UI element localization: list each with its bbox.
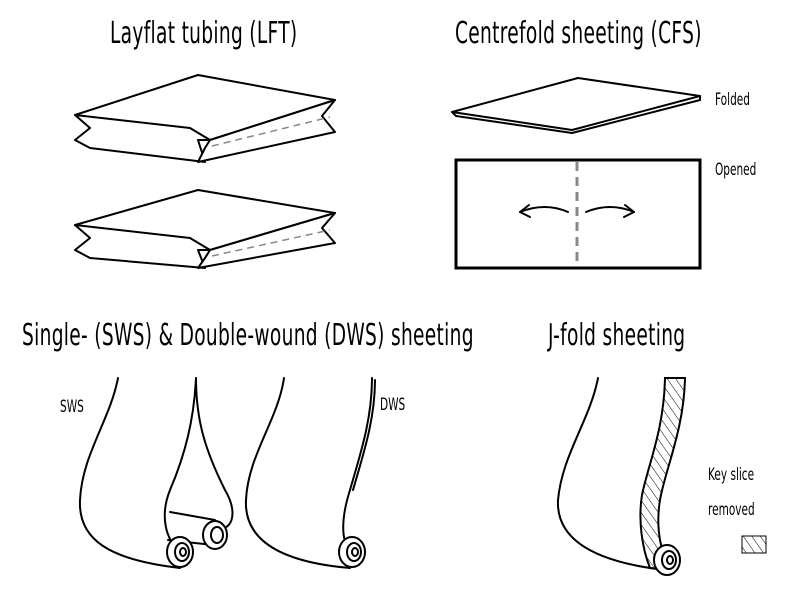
jfold-roll bbox=[556, 377, 687, 576]
cfs-heading: Centrefold sheeting (CFS) bbox=[455, 16, 702, 51]
layflat-tube-top bbox=[74, 74, 336, 163]
dws-label: DWS bbox=[380, 395, 406, 415]
jfold-heading: J-fold sheeting bbox=[548, 318, 686, 353]
right-arrow-icon bbox=[585, 206, 635, 213]
sws-roll bbox=[78, 377, 234, 569]
centrefold-folded bbox=[451, 77, 701, 134]
centrefold-opened bbox=[454, 158, 702, 270]
sws-dws-heading: Single- (SWS) & Double-wound (DWS) sheet… bbox=[22, 318, 474, 353]
key-label-line2: removed bbox=[708, 500, 755, 520]
opened-label: Opened bbox=[715, 160, 757, 180]
sws-label: SWS bbox=[60, 397, 84, 417]
key-swatch-icon bbox=[741, 535, 767, 554]
left-arrow-icon bbox=[519, 206, 569, 213]
dws-roll bbox=[244, 377, 376, 569]
key-label-line1: Key slice bbox=[708, 465, 755, 485]
jfold-key-slice bbox=[639, 377, 687, 572]
right-arrowhead-icon bbox=[623, 204, 635, 218]
folded-label: Folded bbox=[715, 90, 750, 110]
left-arrowhead-icon bbox=[519, 204, 531, 218]
lft-heading: Layflat tubing (LFT) bbox=[110, 16, 298, 51]
layflat-tube-bottom bbox=[74, 189, 336, 269]
